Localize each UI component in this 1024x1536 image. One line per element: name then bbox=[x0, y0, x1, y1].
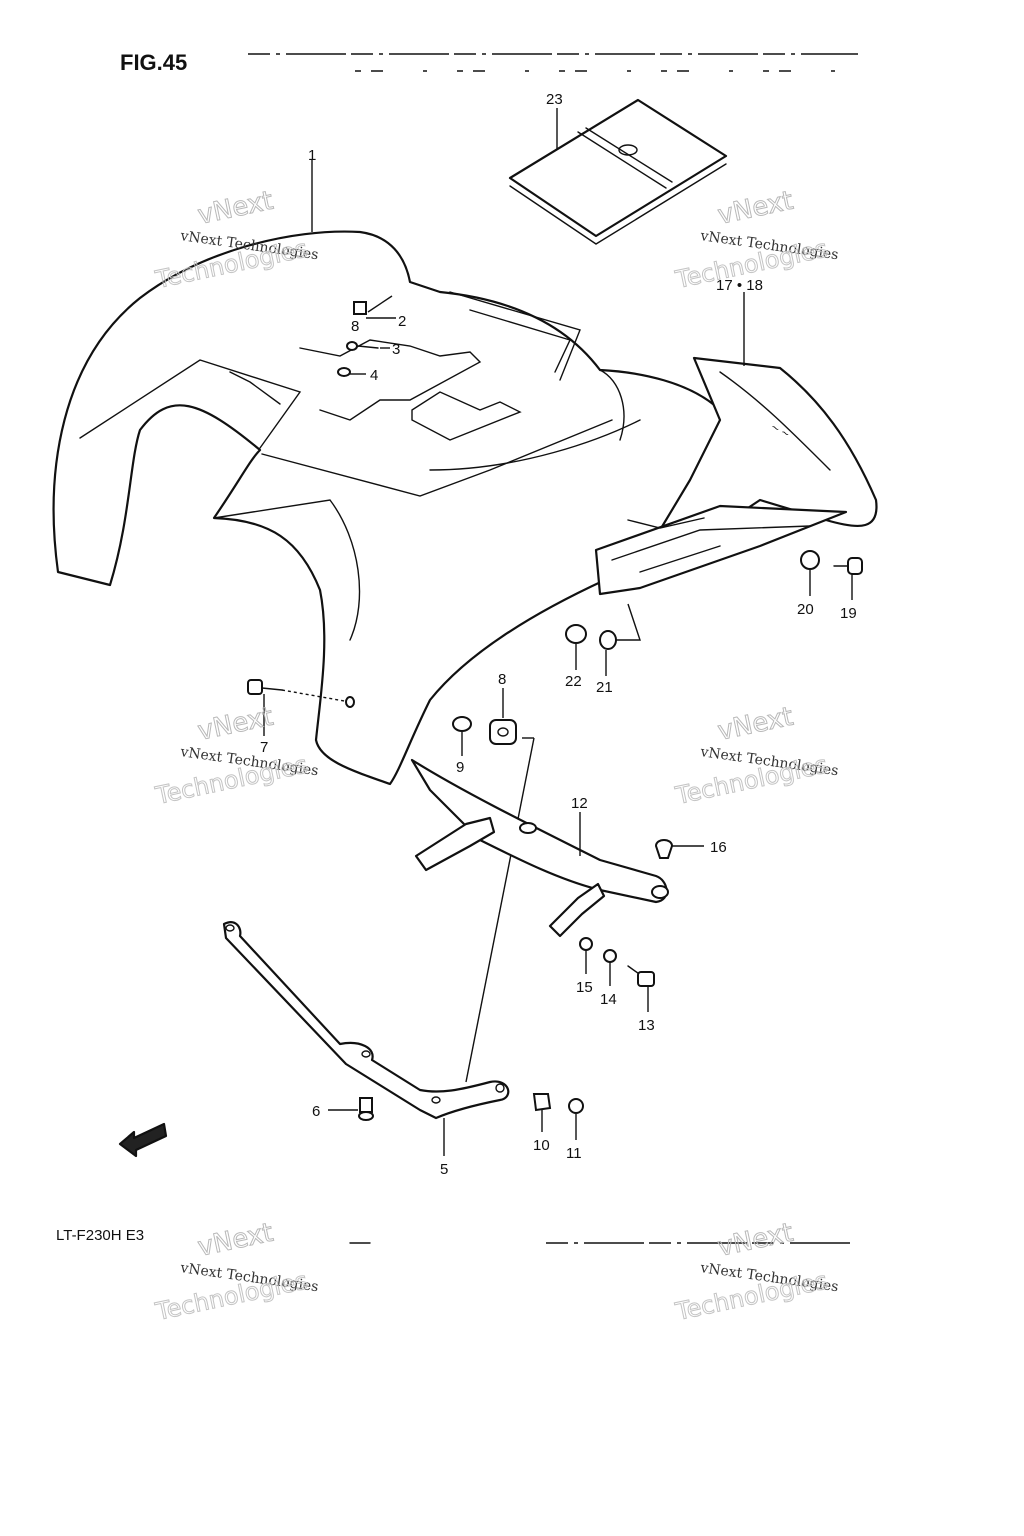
part-11-washer bbox=[568, 1098, 584, 1140]
callout-21: 21 bbox=[596, 679, 613, 696]
part-21-washer bbox=[599, 630, 617, 676]
watermark-brand: vNext bbox=[715, 186, 796, 231]
part-1-rear-fender bbox=[52, 160, 734, 786]
part-22-nut bbox=[565, 624, 587, 670]
watermark-brand: vNext bbox=[195, 186, 276, 231]
callout-20: 20 bbox=[797, 601, 814, 618]
part-5-lower-brace bbox=[222, 921, 510, 1156]
watermark-brand: vNext bbox=[195, 1218, 276, 1263]
callout-8-small: 8 bbox=[351, 318, 359, 335]
part-19-bolt bbox=[833, 557, 863, 600]
part-7-bolt bbox=[247, 679, 355, 736]
model-code: LT-F230H E3 bbox=[56, 1227, 144, 1244]
watermark-brand: vNext bbox=[715, 1218, 796, 1263]
watermark-bottom-right: vNext vNext Technologies Technologies bbox=[672, 1217, 839, 1326]
callout-2: 2 bbox=[398, 313, 406, 330]
callout-1: 1 bbox=[308, 147, 316, 164]
callout-12: 12 bbox=[571, 795, 588, 812]
fwd-arrow-icon bbox=[118, 1122, 168, 1158]
callout-8: 8 bbox=[498, 671, 506, 688]
callout-5: 5 bbox=[440, 1161, 448, 1178]
part-16-cap bbox=[654, 839, 704, 859]
watermark-brand: vNext bbox=[715, 702, 796, 747]
tail-bracket bbox=[594, 504, 848, 596]
part-3-screw bbox=[346, 341, 390, 351]
part-23-cover bbox=[508, 98, 728, 245]
callout-14: 14 bbox=[600, 991, 617, 1008]
leader-21 bbox=[608, 603, 641, 641]
part-12-brace bbox=[410, 758, 669, 938]
callout-6: 6 bbox=[312, 1103, 320, 1120]
callout-10: 10 bbox=[533, 1137, 550, 1154]
part-15-washer bbox=[579, 937, 593, 974]
callout-19: 19 bbox=[840, 605, 857, 622]
part-10-nut bbox=[532, 1093, 552, 1132]
callout-7: 7 bbox=[260, 739, 268, 756]
callout-16: 16 bbox=[710, 839, 727, 856]
part-8-mount bbox=[465, 688, 535, 1083]
callout-3: 3 bbox=[392, 341, 400, 358]
part-2-clip bbox=[353, 295, 396, 319]
watermark-mid-left: vNext vNext Technologies Technologies bbox=[152, 701, 319, 810]
part-13-bolt bbox=[627, 965, 655, 1012]
figure-title: FIG.45 bbox=[120, 50, 187, 75]
callout-22: 22 bbox=[565, 673, 582, 690]
part-20-washer bbox=[800, 550, 820, 596]
callout-9: 9 bbox=[456, 759, 464, 776]
callout-15: 15 bbox=[576, 979, 593, 996]
callout-4: 4 bbox=[370, 367, 378, 384]
watermark-mid-right: vNext vNext Technologies Technologies bbox=[672, 701, 839, 810]
part-4-washer bbox=[337, 367, 366, 377]
callout-23: 23 bbox=[546, 91, 563, 108]
callout-13: 13 bbox=[638, 1017, 655, 1034]
watermark-bottom-left: vNext vNext Technologies Technologies bbox=[152, 1217, 319, 1326]
part-14-washer bbox=[603, 949, 617, 986]
part-9-grommet bbox=[452, 716, 472, 756]
callout-11: 11 bbox=[566, 1145, 582, 1162]
callout-17-18: 17 • 18 bbox=[716, 277, 763, 294]
part-6-bolt bbox=[328, 1097, 374, 1121]
